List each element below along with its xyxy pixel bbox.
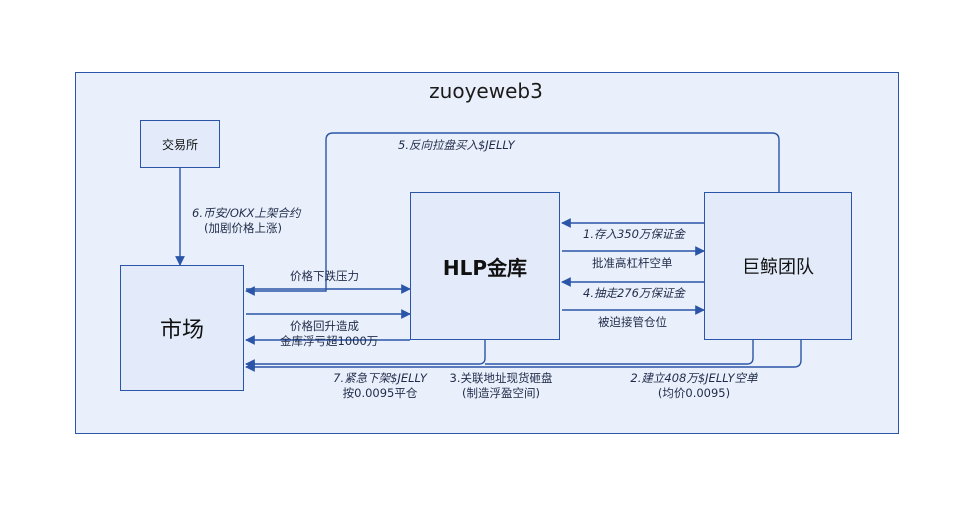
node-market: 市场 xyxy=(120,265,244,391)
node-hlp-label: HLP金库 xyxy=(442,255,528,280)
edge-3-spot-dump xyxy=(485,340,754,365)
node-market-label: 市场 xyxy=(159,318,204,343)
edge-3-label-line2: (制造浮盈空间) xyxy=(462,386,540,400)
edge-3-label-line1: 3.关联地址现货砸盘 xyxy=(449,371,553,385)
edge-4-label: 4.抽走276万保证金 xyxy=(583,286,685,300)
edge-price-up-label-line2: 金库浮亏超1000万 xyxy=(280,334,379,348)
node-whale-team: 巨鲸团队 xyxy=(704,192,852,340)
edge-5-label: 5.反向拉盘买入$JELLY xyxy=(398,138,515,152)
edge-2-label-line1: 2.建立408万$JELLY空单 xyxy=(630,371,758,385)
edge-2-label-line2: (均价0.0095) xyxy=(657,386,731,400)
edge-5-reverse-pump xyxy=(245,132,780,296)
node-exchange: 交易所 xyxy=(140,120,220,168)
edge-7-label-line2: 按0.0095平仓 xyxy=(342,386,418,400)
node-hlp-vault: HLP金库 xyxy=(410,192,560,340)
edge-6-label-line2: (加剧价格上涨) xyxy=(204,221,282,235)
edge-6-label-line1: 6.币安/OKX上架合约 xyxy=(192,206,301,220)
edge-7-delist xyxy=(245,340,486,369)
edge-price-up-label-line1: 价格回升造成 xyxy=(290,319,359,333)
edge-approve-label: 批准高杠杆空单 xyxy=(592,256,673,270)
edge-1-label: 1.存入350万保证金 xyxy=(583,227,685,241)
diagram-title: zuoyeweb3 xyxy=(429,79,543,103)
edge-takeover-label: 被迫接管仓位 xyxy=(598,315,667,329)
node-exchange-label: 交易所 xyxy=(161,137,198,152)
edge-price-down-label: 价格下跌压力 xyxy=(290,269,359,283)
edge-2-short xyxy=(245,340,802,372)
node-whale-label: 巨鲸团队 xyxy=(742,257,814,278)
edge-7-label-line1: 7.紧急下架$JELLY xyxy=(333,371,427,385)
